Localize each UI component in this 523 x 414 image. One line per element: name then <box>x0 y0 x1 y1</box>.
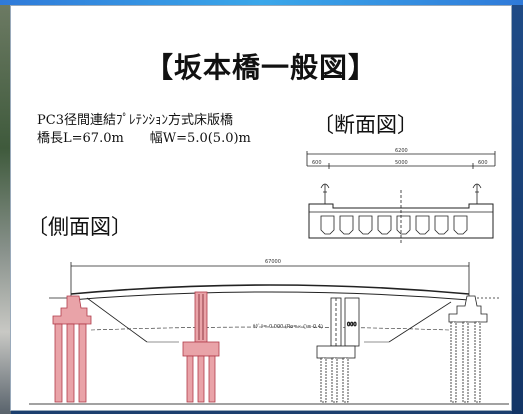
side-view-drawing: 67000 ｻｸﾞﾘ=-0.000 (Ro=∞ ()=-0.4) 000 <box>29 259 509 405</box>
pier-p1 <box>182 291 220 403</box>
cross-section-drawing: 6200 600 5000 600 <box>306 148 496 244</box>
bridge-type-text: PC3径間連結ﾌﾟﾚﾃﾝｼｮﾝ方式床版橋 <box>37 113 233 128</box>
total-width-label: 6200 <box>395 148 408 154</box>
left-slope-line <box>86 297 148 343</box>
right-railing <box>472 183 482 204</box>
page-title: 【坂本橋一般図】 <box>144 51 377 84</box>
background-photo-strip <box>0 5 11 414</box>
deck-top-line <box>70 284 470 295</box>
pier-p2: 000 <box>316 297 360 403</box>
span-label: 67000 <box>265 259 281 265</box>
grade-label: ｻｸﾞﾘ=-0.000 (Ro=∞ ()=-0.4) <box>253 323 323 330</box>
left-railing <box>320 183 330 204</box>
deck-bottom-line <box>70 291 470 301</box>
left-width-label: 600 <box>312 160 322 166</box>
abutment-a2 <box>448 295 488 403</box>
cross-section-title: 〔断面図〕 <box>313 113 418 137</box>
bridge-dimension-text: 橋長L=67.0m 幅W=5.0(5.0)m <box>37 131 251 146</box>
window-top-border <box>0 0 523 5</box>
deck-slab-outline <box>308 203 494 239</box>
abutment-a1 <box>52 295 92 403</box>
side-view-title: 〔側面図〕 <box>27 215 132 239</box>
slide-canvas: 【坂本橋一般図】 PC3径間連結ﾌﾟﾚﾃﾝｼｮﾝ方式床版橋 橋長L=67.0m … <box>11 6 511 410</box>
right-slope-line <box>388 301 452 343</box>
pier-height-label: 000 <box>347 322 357 328</box>
girder-cells <box>320 215 468 235</box>
center-width-label: 5000 <box>395 160 408 166</box>
right-width-label: 600 <box>478 160 488 166</box>
window-right-border <box>512 5 523 414</box>
